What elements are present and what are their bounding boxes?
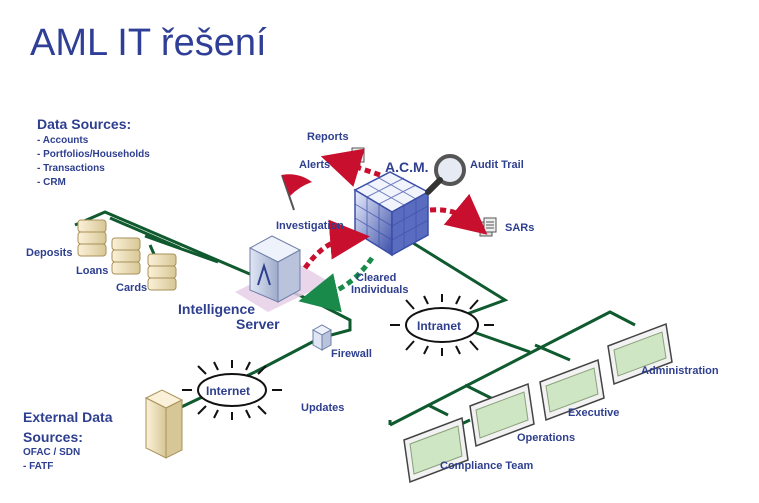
intelligence-server-label-line2: Server: [236, 316, 280, 332]
network-line: [534, 343, 571, 362]
operations-label: Operations: [517, 432, 576, 444]
network-line: [144, 234, 219, 264]
external-source-item: OFAC / SDN: [23, 447, 81, 458]
intelligence-server-label: Intelligence: [178, 301, 256, 317]
audit-trail-label: Audit Trail: [470, 159, 524, 171]
compliance-team-screen-icon: [403, 416, 469, 484]
operations-screen-icon: [469, 382, 535, 448]
magnifying-glass-icon: [425, 154, 466, 195]
intranet-label: Intranet: [417, 319, 462, 333]
deposits-database-icon: [77, 219, 107, 257]
executive-label: Executive: [568, 407, 620, 419]
external-sources-heading: External Data: [23, 409, 113, 425]
compliance-team-label: Compliance Team: [440, 460, 534, 472]
acm-label: A.C.M.: [385, 159, 429, 175]
cleared-individuals-label: Cleared: [356, 272, 397, 284]
flag-icon: [281, 174, 312, 211]
data-source-item: CRM: [37, 176, 150, 190]
deposits-label: Deposits: [26, 247, 73, 259]
external-sources-heading-line2: Sources:: [23, 429, 83, 445]
executive-screen-icon: [539, 358, 605, 422]
loans-database-icon: [111, 237, 141, 275]
data-source-item: Portfolios/Households: [37, 148, 150, 162]
updates-label: Updates: [301, 402, 345, 414]
sars-label: SARs: [505, 222, 535, 234]
sars-arrow: [429, 193, 488, 235]
internet-cloud-icon: [182, 360, 282, 420]
cleared-arrow: [298, 256, 375, 313]
external-data-server-icon: [144, 389, 184, 459]
cleared-individuals-label-line2: Individuals: [351, 284, 409, 296]
external-source-item-text: FATF: [29, 461, 54, 472]
loans-label: Loans: [76, 265, 109, 277]
network-line: [427, 403, 449, 417]
investigation-arrow: [302, 219, 370, 270]
data-sources-heading: Data Sources:: [37, 116, 132, 132]
cards-label: Cards: [116, 282, 148, 294]
administration-screen-icon: [607, 322, 673, 386]
investigation-label: Investigation: [276, 220, 344, 232]
external-source-item: - FATF: [23, 461, 54, 472]
firewall-icon: [311, 324, 333, 351]
data-source-item: Transactions: [37, 162, 150, 176]
data-sources-list: Accounts Portfolios/Households Transacti…: [37, 134, 150, 190]
sars-document-icon: [479, 217, 497, 237]
cards-database-icon: [147, 253, 177, 291]
intelligence-server-icon: [248, 235, 302, 303]
administration-label: Administration: [641, 365, 719, 377]
alerts-arrow: [320, 148, 381, 187]
firewall-label: Firewall: [331, 348, 372, 360]
data-source-item: Accounts: [37, 134, 150, 148]
network-line: [389, 310, 636, 427]
alerts-label: Alerts: [299, 159, 331, 171]
acm-cube-icon: [353, 171, 430, 257]
reports-label: Reports: [307, 131, 349, 143]
intranet-cloud-icon: [390, 294, 494, 356]
internet-label: Internet: [206, 384, 251, 398]
network-line: [464, 383, 496, 402]
page-title: AML IT řešení: [30, 22, 267, 64]
